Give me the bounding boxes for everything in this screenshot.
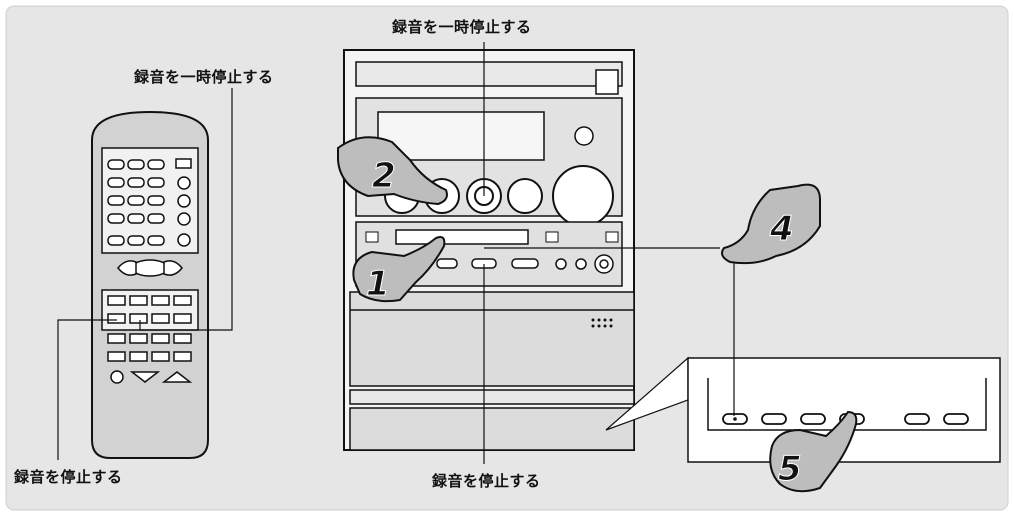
hand-step-1 <box>352 236 446 303</box>
zoom-callout <box>605 356 1001 463</box>
step-number-1: 1 <box>366 264 390 304</box>
stereo-unit <box>343 49 635 451</box>
label-stop-recording-bottom: 録音を停止する <box>432 472 541 490</box>
step-number-5: 5 <box>778 449 802 489</box>
hand-step-4 <box>721 183 821 265</box>
hand-step-5 <box>769 410 858 493</box>
label-stop-recording-remote: 録音を停止する <box>14 468 123 486</box>
label-pause-recording-remote: 録音を一時停止する <box>134 68 274 86</box>
leader-lines <box>57 42 735 464</box>
remote-control <box>91 110 209 459</box>
step-number-4: 4 <box>769 209 794 249</box>
step-number-2: 2 <box>372 156 396 196</box>
hand-step-2 <box>337 136 448 206</box>
label-pause-recording-top: 録音を一時停止する <box>392 18 532 36</box>
